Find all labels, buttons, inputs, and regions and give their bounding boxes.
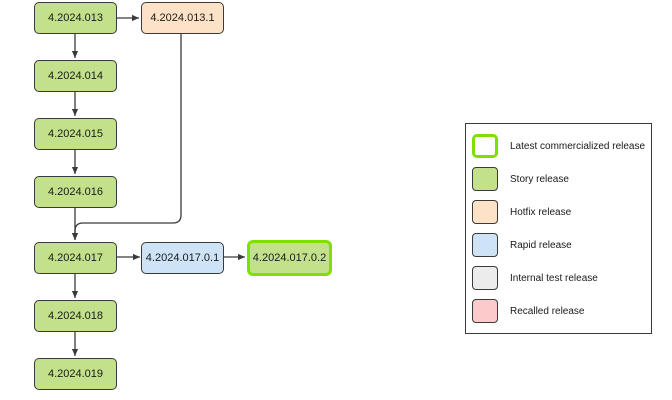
- node-4-2024-016[interactable]: 4.2024.016: [34, 176, 117, 208]
- legend-label-latest: Latest commercialized release: [510, 140, 646, 152]
- node-4-2024-014[interactable]: 4.2024.014: [34, 60, 117, 92]
- node-4-2024-017-0-2[interactable]: 4.2024.017.0.2: [247, 240, 332, 276]
- node-4-2024-013[interactable]: 4.2024.013: [34, 2, 117, 34]
- legend-label-hotfix: Hotfix release: [510, 206, 572, 218]
- legend-item-recalled: Recalled release: [472, 298, 585, 324]
- legend-label-story: Story release: [510, 173, 569, 185]
- legend-swatch-story: [472, 167, 498, 191]
- legend-label-internal-test: Internal test release: [510, 272, 598, 284]
- node-4-2024-017-0-1[interactable]: 4.2024.017.0.1: [141, 242, 224, 274]
- legend-swatch-recalled: [472, 299, 498, 323]
- node-4-2024-017[interactable]: 4.2024.017: [34, 242, 117, 274]
- node-4-2024-013-1[interactable]: 4.2024.013.1: [141, 2, 224, 34]
- node-4-2024-019[interactable]: 4.2024.019: [34, 358, 117, 390]
- legend-swatch-latest: [472, 134, 498, 158]
- legend-swatch-hotfix: [472, 200, 498, 224]
- legend-item-internal-test: Internal test release: [472, 265, 598, 291]
- legend-label-recalled: Recalled release: [510, 305, 585, 317]
- legend-swatch-rapid: [472, 233, 498, 257]
- legend-label-rapid: Rapid release: [510, 239, 572, 251]
- legend-item-rapid: Rapid release: [472, 232, 572, 258]
- node-4-2024-018[interactable]: 4.2024.018: [34, 300, 117, 332]
- node-4-2024-015[interactable]: 4.2024.015: [34, 118, 117, 150]
- legend-item-latest: Latest commercialized release: [472, 133, 645, 159]
- legend-swatch-internal-test: [472, 266, 498, 290]
- edge-013-1-to-017: [71, 33, 182, 240]
- legend-item-hotfix: Hotfix release: [472, 199, 571, 225]
- legend: Latest commercialized release Story rele…: [465, 123, 652, 334]
- legend-item-story: Story release: [472, 166, 569, 192]
